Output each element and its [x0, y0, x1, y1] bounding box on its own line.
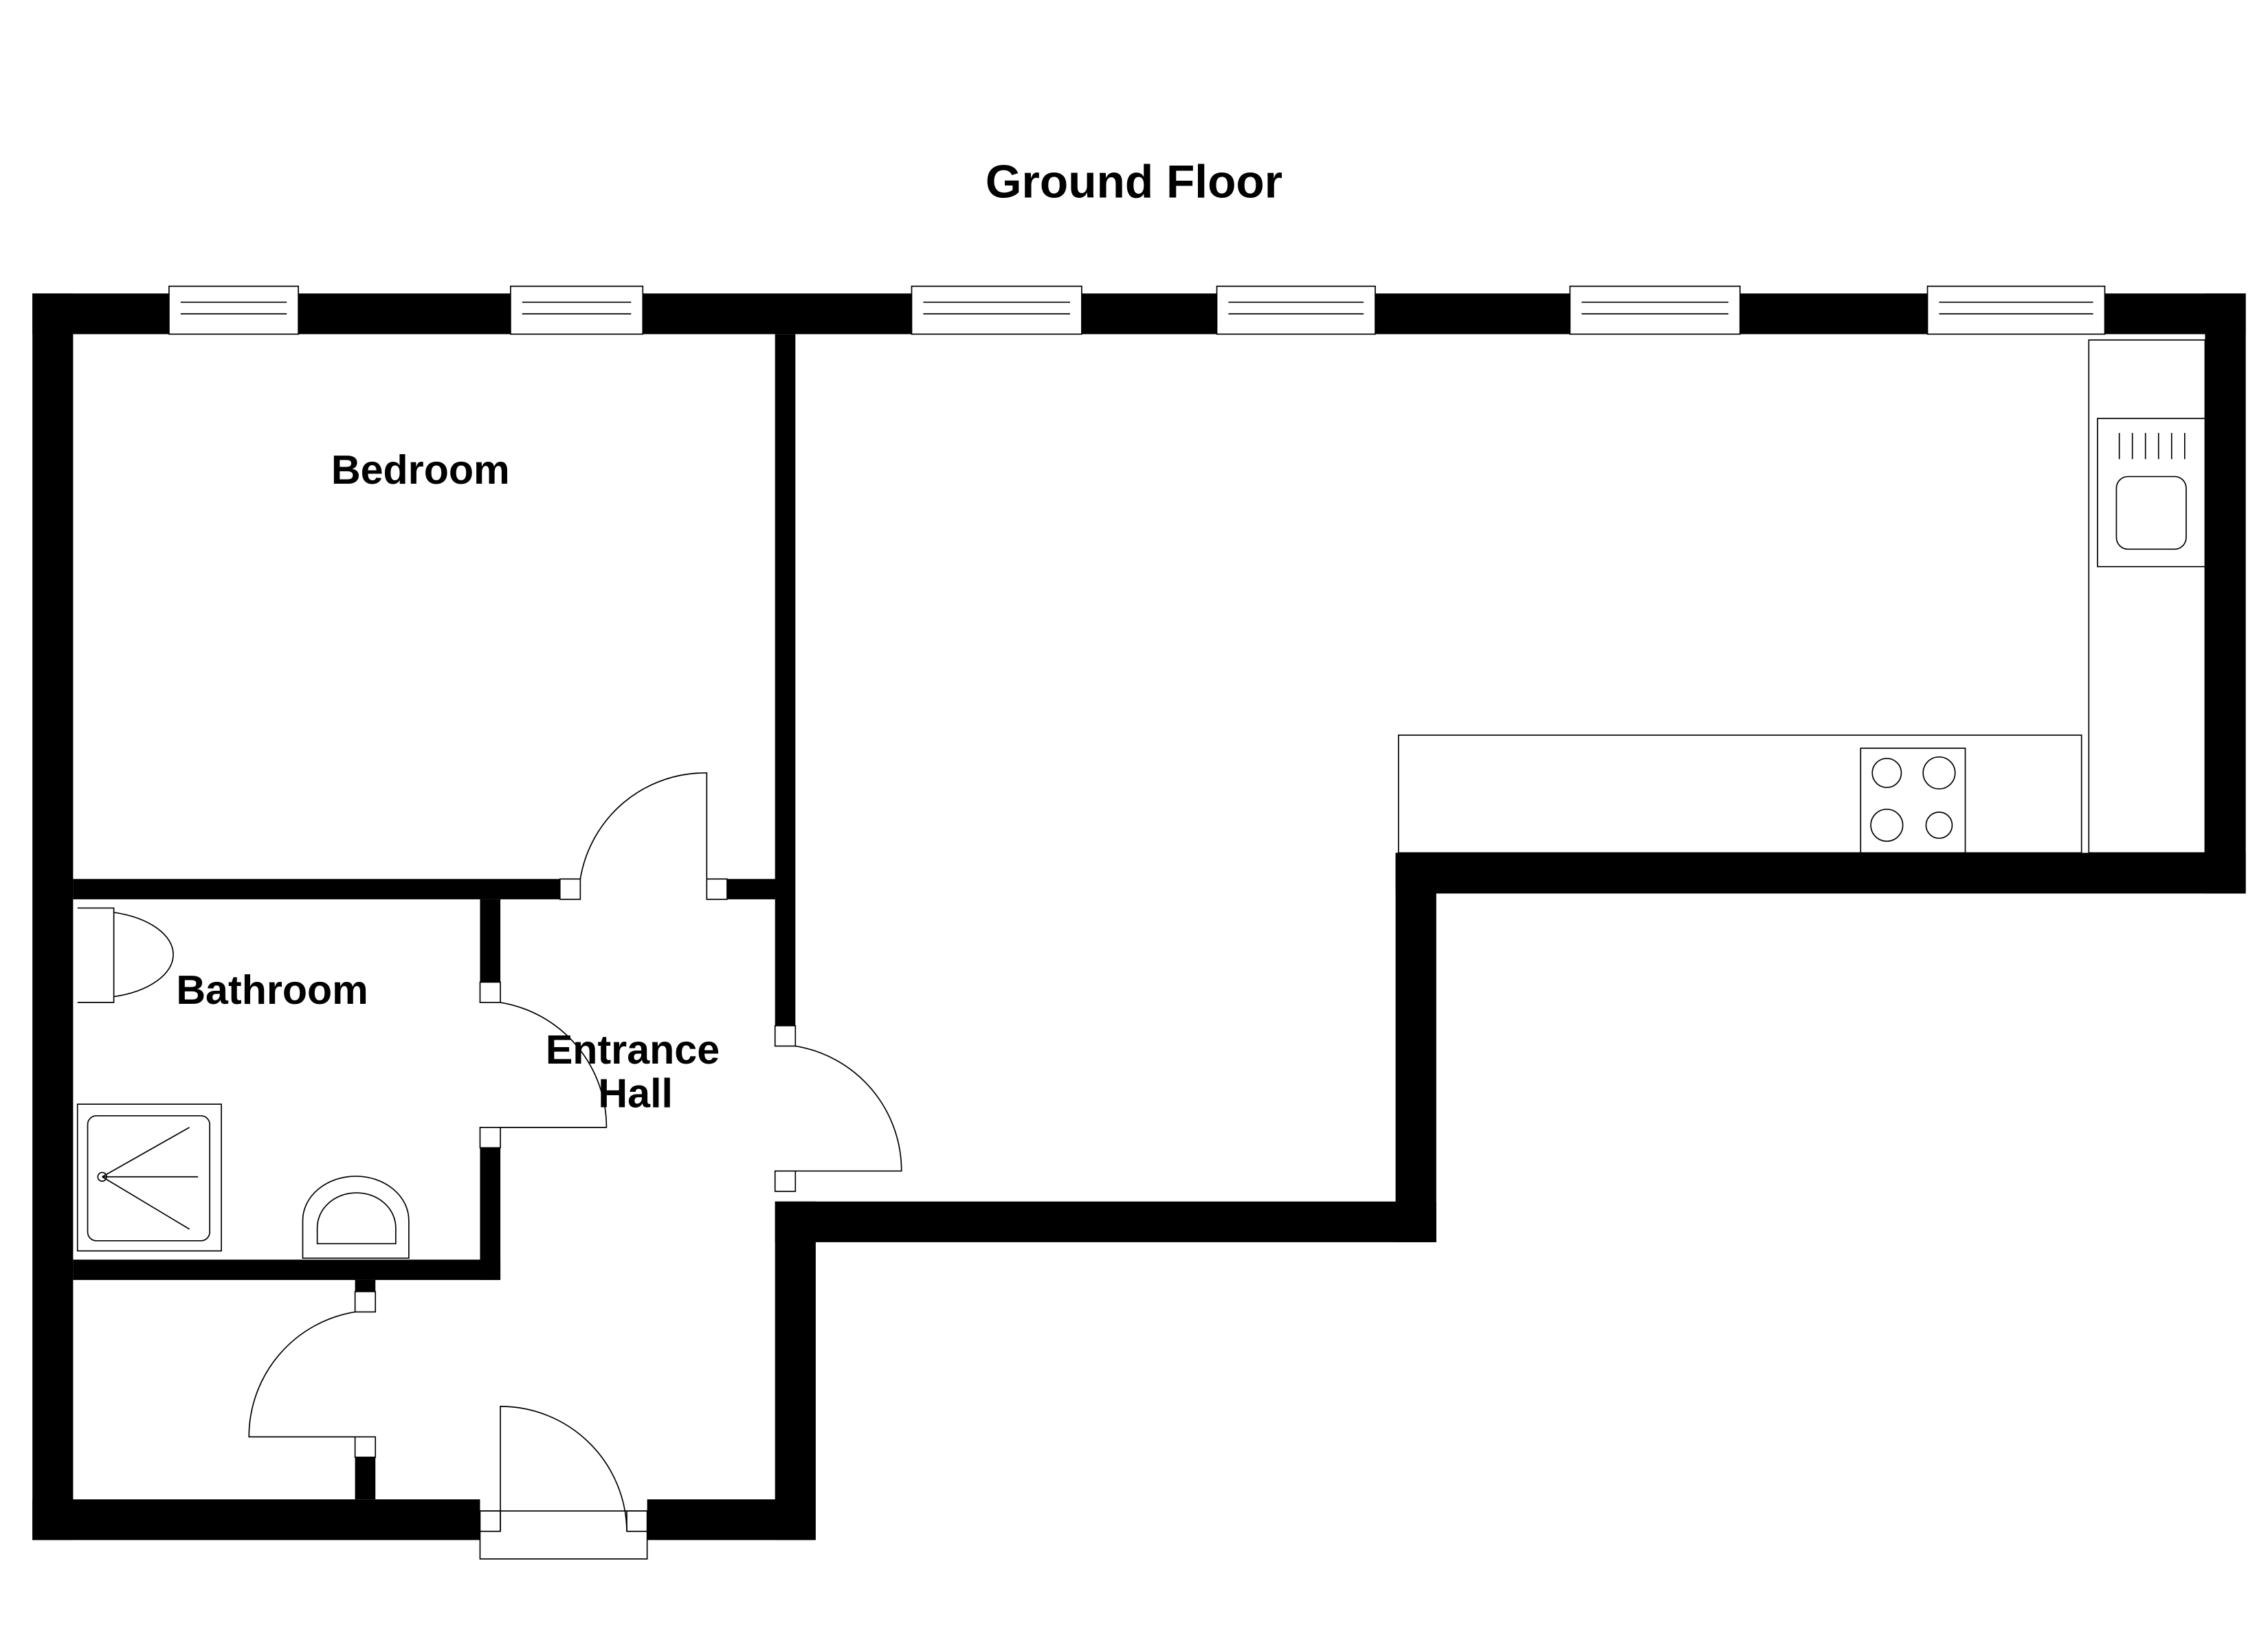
outer-walls — [32, 293, 2246, 1540]
windows — [168, 285, 2106, 335]
kitchen-counter-bottom — [1397, 734, 2082, 854]
sink — [2097, 418, 2206, 568]
doors — [248, 772, 902, 1560]
room-label-entrance: Entrance — [546, 1027, 720, 1073]
toilet — [302, 1176, 410, 1259]
floor-title: Ground Floor — [986, 157, 1282, 208]
basin — [113, 912, 174, 998]
kitchen-fixtures — [1397, 339, 2206, 854]
interior-walls — [73, 334, 796, 1500]
shower-tray — [76, 1103, 222, 1252]
bathroom-fixtures — [76, 907, 410, 1259]
room-label-bedroom: Bedroom — [331, 447, 510, 493]
front-door-sill — [479, 1510, 648, 1560]
room-label-bathroom: Bathroom — [176, 967, 368, 1013]
kitchen-counter — [2088, 339, 2206, 854]
room-label-hall: Hall — [598, 1070, 673, 1116]
